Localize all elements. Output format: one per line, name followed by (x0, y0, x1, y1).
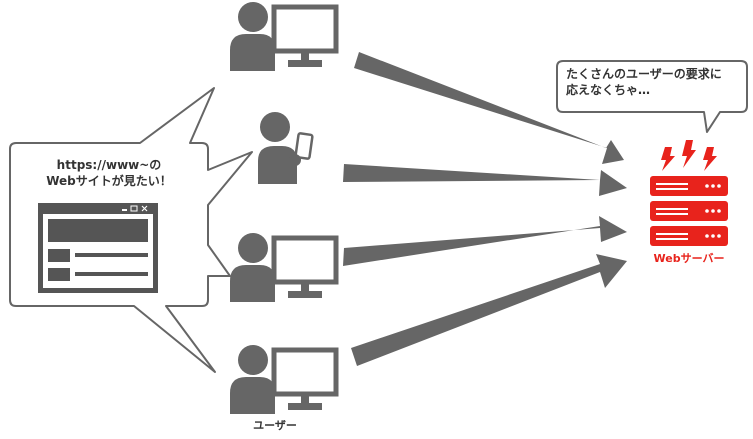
alert-bolt-icon (682, 140, 696, 168)
alert-bolt-icon (703, 147, 717, 171)
server-bubble-line1: たくさんのユーザーの要求に (566, 67, 722, 81)
smartphone-user-icon (258, 112, 314, 184)
alert-bolt-icon (661, 147, 675, 171)
arrow-icon (343, 164, 627, 196)
server-bubble-text: たくさんのユーザーの要求に 応えなくちゃ… (566, 66, 722, 98)
browser-window-icon (38, 203, 158, 293)
user-bubble-line1: https://www~の (56, 158, 162, 172)
server-label: Webサーバー (653, 252, 725, 265)
user-label: ユーザー (253, 419, 297, 432)
server-bubble-line2: 応えなくちゃ… (566, 83, 651, 97)
user-bubble-text: https://www~の Webサイトが見たい！ (10, 157, 208, 189)
server-speech-bubble (556, 60, 748, 133)
desktop-user-icon (230, 2, 336, 71)
arrow-icon (354, 52, 624, 164)
desktop-user-icon (230, 233, 336, 302)
desktop-user-icon (230, 345, 336, 414)
server-icon (650, 176, 728, 246)
arrow-icon (343, 216, 627, 266)
user-bubble-line2: Webサイトが見たい！ (46, 174, 172, 188)
arrow-icon (351, 254, 627, 366)
